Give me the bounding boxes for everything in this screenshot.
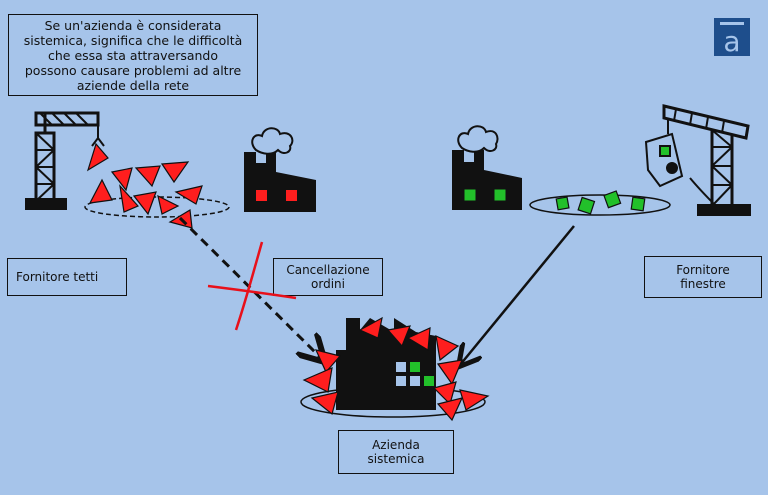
systemic-factory-icon: [336, 318, 436, 410]
systemic-company-label: Azienda sistemica: [338, 430, 454, 474]
cancel-cross-icon: [207, 241, 297, 331]
cancel-orders-arrow: [178, 216, 323, 360]
factory-green-icon: [452, 125, 522, 210]
window-tiles: [555, 190, 646, 215]
roof-crane-icon: [25, 111, 105, 210]
window-crane-icon: [644, 104, 751, 216]
order-cancel-label: Cancellazione ordini: [273, 258, 383, 296]
logo-letter: a: [723, 25, 740, 58]
roof-supplier-label: Fornitore tetti: [7, 258, 127, 296]
window-platform: [529, 194, 671, 216]
intro-text-box: Se un'azienda è considerata sistemica, s…: [8, 14, 258, 96]
logo: a: [714, 18, 750, 58]
window-supplier-label: Fornitore finestre: [644, 256, 762, 298]
roof-triangles: [86, 142, 203, 229]
factory-red-icon: [244, 127, 316, 212]
company-triangles: [302, 316, 490, 422]
roof-platform: [84, 196, 230, 218]
window-supply-arrow: [460, 225, 575, 365]
